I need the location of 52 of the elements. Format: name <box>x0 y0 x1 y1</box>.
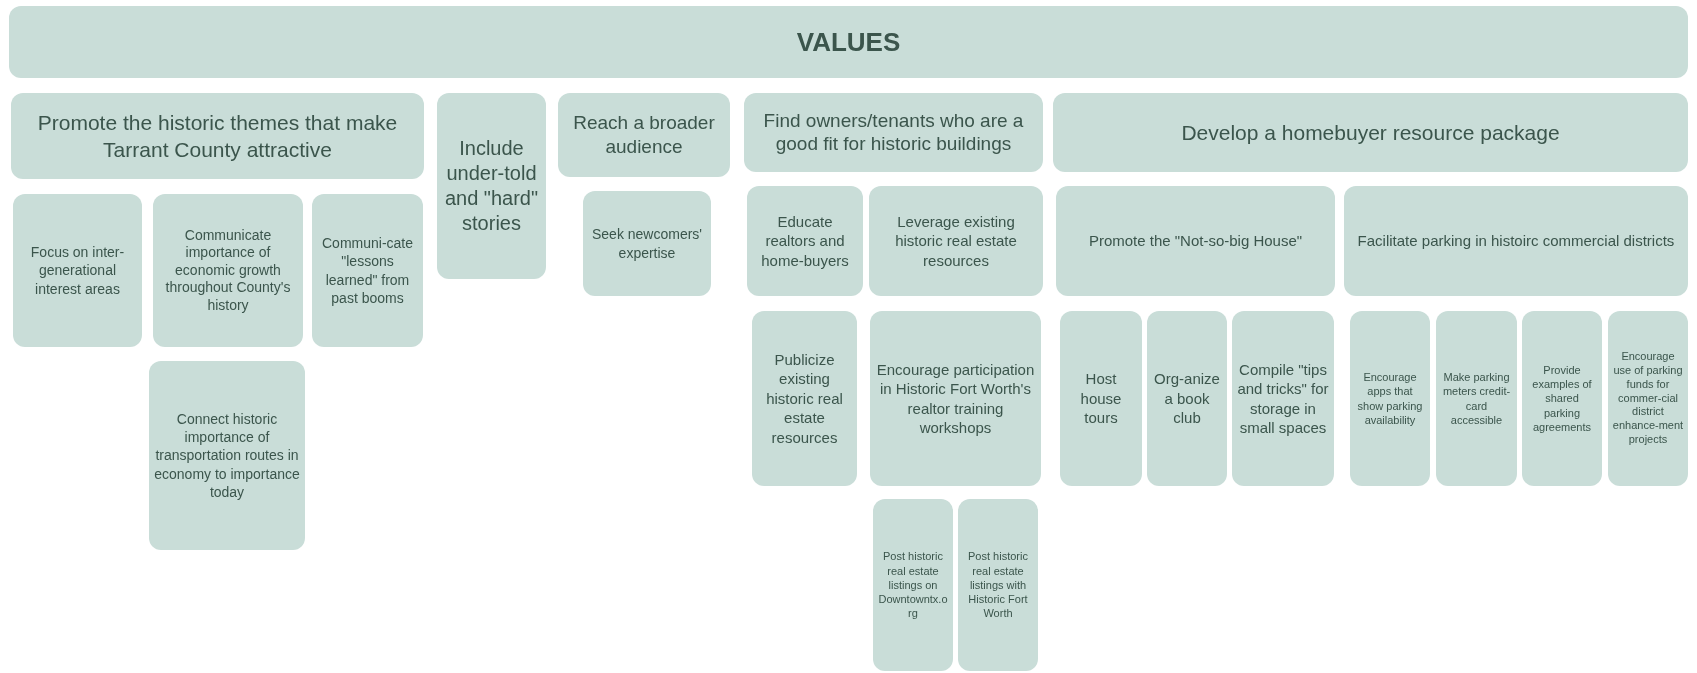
box-text: Educate realtors and home-buyers <box>760 211 850 271</box>
box-text: Encourage use of parking funds for commer-cial district enhance-ment projects <box>1612 350 1684 447</box>
box-text: Publicize existing historic real estate resources <box>765 349 844 448</box>
theme-box <box>744 93 1043 172</box>
box-text: Host house tours <box>1079 369 1123 428</box>
action-box <box>870 311 1041 486</box>
box-text: Leverage existing historic real estate resources <box>894 211 1018 271</box>
box-text: Post historic real estate listings with Historic Fort Worth <box>967 549 1029 621</box>
box-text: Include under-told and "hard" stories <box>443 136 540 236</box>
action-box <box>153 194 303 347</box>
box-text: Communi-cate "lessons learned" from past booms <box>321 234 414 307</box>
box-text: Seek newcomers' expertise <box>590 225 704 262</box>
action-box <box>873 499 953 671</box>
action-box <box>752 311 857 486</box>
action-box <box>1344 186 1688 296</box>
action-box <box>1350 311 1430 486</box>
heading-box <box>9 6 1688 78</box>
action-box <box>1232 311 1334 486</box>
box-text: Find owners/tenants who are a good fit for historic buildings <box>762 109 1025 156</box>
box-text: Promote the historic themes that make Tarrant County attractive <box>36 109 399 163</box>
action-box <box>1436 311 1517 486</box>
box-text: Promote the "Not-so-big House" <box>1088 231 1303 251</box>
box-text: Focus on inter-generational interest areas <box>29 243 126 298</box>
box-text: Encourage apps that show parking availability <box>1356 369 1424 428</box>
box-text: Compile "tips and tricks" for storage in small spaces <box>1236 359 1330 438</box>
action-box <box>1522 311 1602 486</box>
action-box <box>312 194 423 347</box>
action-box <box>1060 311 1142 486</box>
box-text: Connect historic importance of transportation routes in economy to importance today <box>153 410 301 501</box>
theme-box <box>11 93 424 179</box>
action-box <box>1608 311 1688 486</box>
action-box <box>583 191 711 296</box>
action-box <box>1056 186 1335 296</box>
box-text: Communicate importance of economic growth throughout County's history <box>164 226 292 315</box>
box-text: Reach a broader audience <box>572 111 716 159</box>
box-text: Facilitate parking in histoirc commercial districts <box>1357 231 1675 251</box>
action-box <box>149 361 305 550</box>
action-box <box>958 499 1038 671</box>
action-box <box>13 194 142 347</box>
box-text: Encourage participation in Historic Fort Worth's realtor training workshops <box>875 359 1036 438</box>
box-text: Develop a homebuyer resource package <box>1181 119 1560 146</box>
box-text: Provide examples of shared parking agreements <box>1531 362 1593 435</box>
box-text: Post historic real estate listings on Downtowntx.org <box>877 549 949 621</box>
theme-box <box>437 93 546 279</box>
box-text: Make parking meters credit-card accessible <box>1441 369 1512 428</box>
box-text: VALUES <box>796 25 901 59</box>
action-box <box>1147 311 1227 486</box>
box-text: Org-anize a book club <box>1153 369 1221 428</box>
theme-box <box>558 93 730 177</box>
action-box <box>869 186 1043 296</box>
action-box <box>747 186 863 296</box>
theme-box <box>1053 93 1688 172</box>
